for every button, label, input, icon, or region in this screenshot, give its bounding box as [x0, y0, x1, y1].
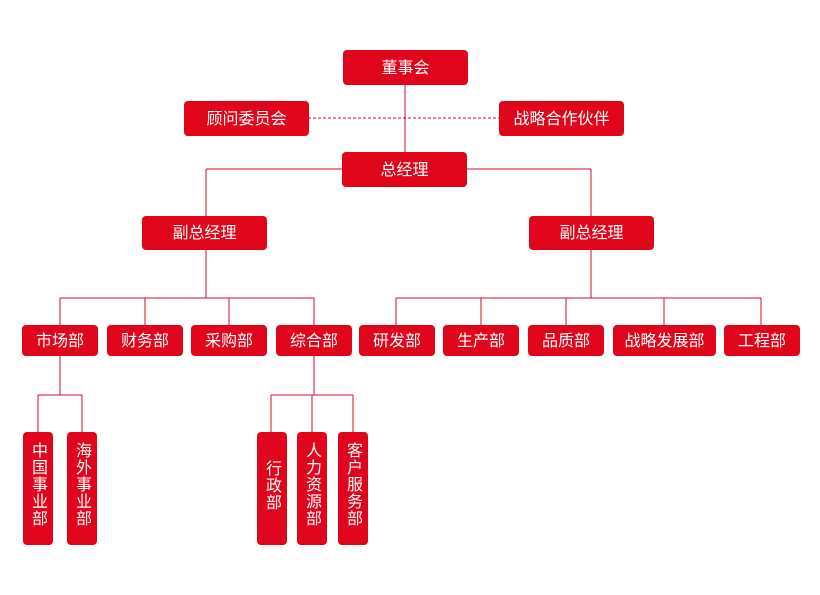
node-strategic-partners: 战略合作伙伴 — [499, 101, 624, 136]
node-dept-finance: 财务部 — [107, 325, 183, 356]
node-dept-general: 综合部 — [276, 325, 352, 356]
node-dept-strategy-dev: 战略发展部 — [613, 325, 716, 356]
node-sub-customer-service: 客户服务部 — [338, 432, 368, 545]
node-dept-purchase: 采购部 — [191, 325, 267, 356]
node-sub-human-resources: 人力资源部 — [297, 432, 327, 545]
node-sub-administration: 行政部 — [257, 432, 287, 545]
node-dept-market: 市场部 — [22, 325, 98, 356]
node-general-manager: 总经理 — [342, 152, 467, 187]
node-dept-quality: 品质部 — [528, 325, 604, 356]
node-sub-overseas-division: 海外事业部 — [67, 432, 97, 545]
node-sub-china-division: 中国事业部 — [23, 432, 53, 545]
node-dept-engineering: 工程部 — [724, 325, 800, 356]
node-advisory-committee: 顾问委员会 — [184, 101, 309, 136]
node-vice-gm-right: 副总经理 — [529, 216, 654, 250]
node-vice-gm-left: 副总经理 — [142, 216, 267, 250]
node-dept-rd: 研发部 — [359, 325, 435, 356]
node-dept-production: 生产部 — [443, 325, 519, 356]
node-board: 董事会 — [343, 50, 468, 85]
